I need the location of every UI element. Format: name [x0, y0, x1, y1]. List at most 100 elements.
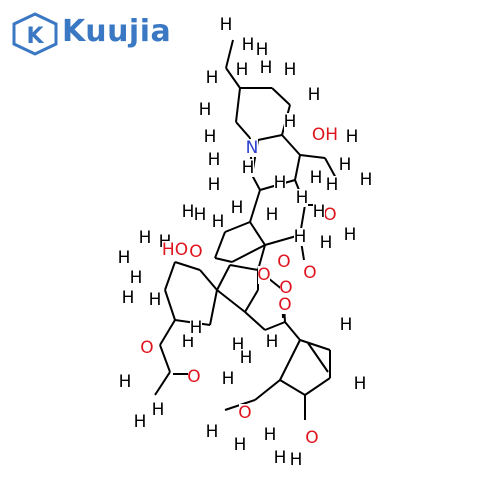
svg-text:K: K: [26, 24, 44, 49]
atom-label-bg: [279, 296, 291, 314]
atom-label-h: H: [149, 290, 162, 310]
atom-label-oh: OH: [312, 125, 338, 145]
atom-label-bg: [320, 234, 332, 252]
atom-label-o: O: [189, 242, 202, 262]
atom-label-bg: [199, 101, 211, 119]
atom-label-bg: [182, 203, 194, 221]
atom-label-h: H: [122, 288, 135, 308]
atom-label-o: O: [305, 428, 318, 448]
atom-label-bg: [344, 226, 356, 244]
atom-label-bg: [190, 243, 202, 261]
atom-label-h: H: [264, 425, 277, 445]
atom-label-h: H: [242, 158, 255, 178]
atom-label-bg: [130, 269, 142, 287]
atom-label-h: H: [284, 112, 297, 132]
atom-label-h: H: [256, 40, 269, 60]
atom-label-bg: [280, 279, 292, 297]
bond: [264, 321, 286, 331]
bond: [231, 244, 266, 263]
atom-label-h: H: [208, 175, 221, 195]
atom-label-bg: [266, 333, 278, 351]
bond: [225, 67, 241, 89]
atom-label-o: O: [257, 265, 270, 285]
bond: [174, 261, 201, 271]
atom-label-bg: [354, 375, 366, 393]
atom-label-o: O: [279, 278, 292, 298]
atom-label-bg: [222, 370, 234, 388]
atom-label-n: N: [246, 138, 259, 158]
bond: [244, 289, 259, 313]
atom-label-bg: [234, 436, 246, 454]
bond: [235, 121, 251, 139]
atom-label-bg: [260, 59, 272, 77]
atom-label-bg: [266, 206, 278, 224]
bond: [164, 289, 176, 321]
atom-label-h: H: [194, 205, 207, 225]
bond: [294, 154, 301, 181]
atom-label-h: H: [190, 318, 203, 338]
bond: [154, 371, 171, 396]
atom-label-h: H: [290, 450, 303, 470]
bond: [251, 174, 261, 191]
atom-label-ho: HO: [162, 240, 188, 260]
atom-label-h: H: [266, 205, 279, 225]
atom-label-bg: [310, 169, 322, 187]
atom-label-bg: [306, 429, 318, 447]
atom-label-bg: [206, 423, 218, 441]
atom-label-h: H: [274, 448, 287, 468]
atom-label-bg: [324, 206, 336, 224]
atom-label-bg: [326, 176, 338, 194]
bond: [299, 339, 331, 351]
atom-label-bg: [360, 171, 372, 189]
bond: [235, 87, 241, 123]
atom-label-h: H: [260, 58, 273, 78]
bond: [164, 261, 176, 291]
atom-label-bg: [313, 203, 325, 221]
atom-label-bg: [284, 61, 296, 79]
bond: [299, 154, 326, 159]
atom-label-bg: [182, 333, 194, 351]
atom-label-o: O: [278, 295, 291, 315]
bond: [281, 134, 301, 156]
bond: [271, 87, 291, 106]
atom-label-bg: [134, 413, 146, 431]
bond: [229, 264, 259, 271]
atom-label-h: H: [152, 400, 165, 420]
atom-label-bg: [246, 139, 258, 157]
bond: [159, 319, 176, 346]
atom-label-h: H: [308, 85, 321, 105]
atom-label-bg: [212, 213, 224, 231]
atom-label-bg: [240, 349, 252, 367]
bond: [284, 321, 301, 341]
atom-label-h: H: [182, 202, 195, 222]
atom-label-bg: [339, 156, 351, 174]
atom-label-bg: [274, 174, 286, 192]
atom-label-bg: [220, 16, 232, 34]
atom-label-bg: [194, 206, 206, 224]
atom-label-h: H: [139, 228, 152, 248]
atom-label-bg: [264, 426, 276, 444]
atom-label-bg: [290, 451, 302, 469]
atom-label-bg: [296, 189, 308, 207]
atom-label-bg: [258, 266, 270, 284]
atom-label-h: H: [294, 227, 307, 247]
atom-label-h: H: [231, 198, 244, 218]
atom-label-h: H: [236, 60, 249, 80]
atom-label-bg: [152, 401, 164, 419]
atom-label-bg: [284, 113, 296, 131]
atom-label-bg: [208, 151, 220, 169]
bond: [249, 189, 261, 223]
atom-label-h: H: [204, 127, 217, 147]
atom-label-h: H: [118, 248, 131, 268]
atom-label-h: H: [313, 202, 326, 222]
atom-label-o: O: [187, 367, 200, 387]
atom-label-h: H: [240, 348, 253, 368]
atom-label-h: H: [242, 35, 255, 55]
bond: [244, 311, 266, 331]
atom-label-bg: [274, 449, 286, 467]
atom-label-h: H: [266, 332, 279, 352]
bond: [214, 257, 233, 263]
atom-label-h: H: [340, 315, 353, 335]
atom-label-bg: [188, 368, 200, 386]
